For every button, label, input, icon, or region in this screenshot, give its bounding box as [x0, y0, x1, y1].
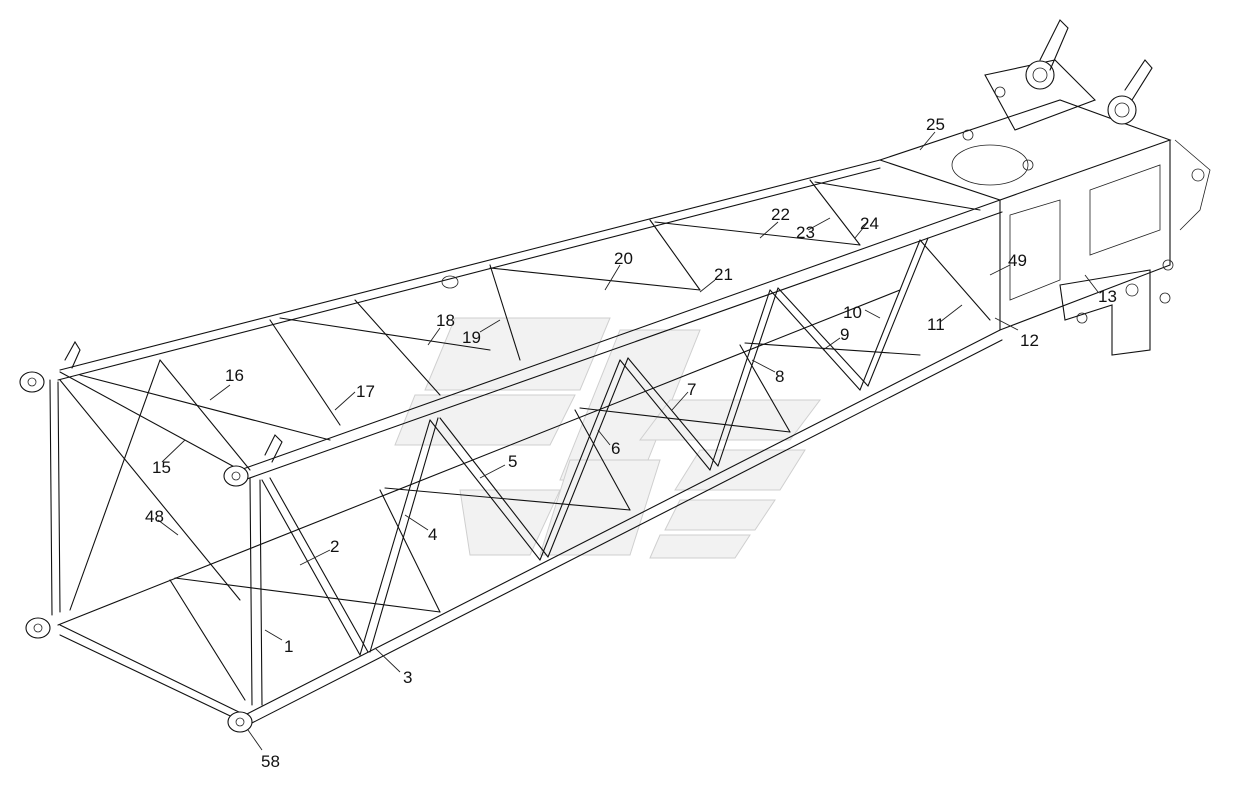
callout-13: 13 — [1098, 287, 1117, 306]
callout-2: 2 — [330, 537, 339, 556]
callout-1: 1 — [284, 637, 293, 656]
callout-9: 9 — [840, 325, 849, 344]
callout-17: 17 — [356, 382, 375, 401]
callout-58: 58 — [261, 752, 280, 771]
callout-19: 19 — [462, 328, 481, 347]
callout-25: 25 — [926, 115, 945, 134]
callout-24: 24 — [860, 214, 879, 233]
callout-49: 49 — [1008, 251, 1027, 270]
watermark-logo — [394, 317, 821, 559]
callout-5: 5 — [508, 452, 517, 471]
callout-12: 12 — [1020, 331, 1039, 350]
callout-6: 6 — [611, 439, 620, 458]
callout-15: 15 — [152, 458, 171, 477]
callout-22: 22 — [771, 205, 790, 224]
callout-labels: 1 2 3 4 5 6 7 8 9 10 11 12 13 15 16 17 1… — [145, 115, 1117, 771]
callout-4: 4 — [428, 525, 437, 544]
callout-8: 8 — [775, 367, 784, 386]
callout-18: 18 — [436, 311, 455, 330]
callout-20: 20 — [614, 249, 633, 268]
boom-head-assembly — [878, 19, 1211, 356]
leader-lines — [157, 131, 1099, 751]
callout-3: 3 — [403, 668, 412, 687]
main-chords — [49, 159, 1003, 726]
lacing-members — [59, 179, 991, 701]
callout-11: 11 — [927, 315, 945, 334]
callout-16: 16 — [225, 366, 244, 385]
rear-lugs — [19, 275, 459, 733]
callout-48: 48 — [145, 507, 164, 526]
callout-10: 10 — [843, 303, 862, 322]
callout-21: 21 — [714, 265, 733, 284]
callout-23: 23 — [796, 223, 815, 242]
callout-7: 7 — [687, 380, 696, 399]
